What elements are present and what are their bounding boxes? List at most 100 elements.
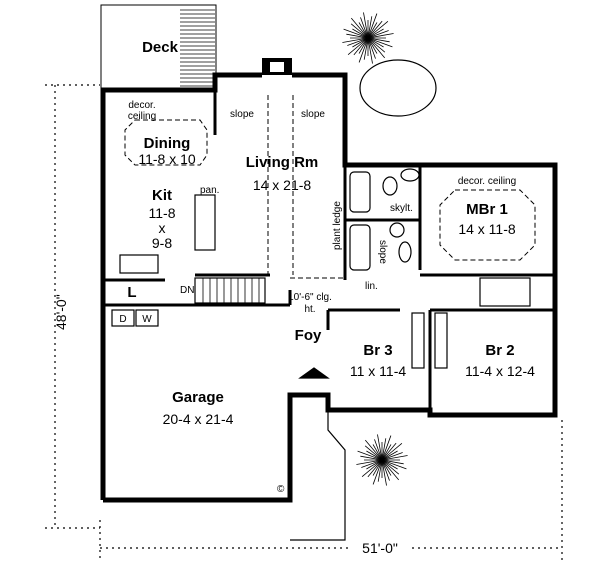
tree-branch (381, 459, 404, 465)
stairs (194, 277, 266, 304)
tree-branch (363, 12, 369, 39)
range (119, 254, 159, 274)
bathtub-2 (349, 224, 371, 271)
tree-branch (361, 459, 383, 468)
tree-icon (342, 12, 394, 64)
living-label: Living Rm (246, 154, 319, 171)
tree-branch (367, 37, 378, 54)
tree-branch (381, 459, 398, 470)
kitchen-size-x: x (159, 220, 166, 236)
tree-branch (358, 37, 369, 54)
tree-branch (372, 444, 383, 461)
tree-branch (347, 37, 369, 46)
tree-branch (346, 33, 369, 39)
copyright-mark: © (277, 484, 285, 495)
stair-treads (202, 278, 260, 303)
tree-branch (352, 37, 369, 48)
tree-branch (367, 20, 389, 39)
tree-branch (350, 23, 369, 39)
tree-branch (356, 459, 383, 465)
garage-label: Garage (172, 389, 224, 406)
tree-branch (381, 459, 390, 481)
kitchen-island (194, 194, 216, 251)
tree-branch (367, 16, 373, 39)
walkway (289, 395, 346, 541)
tree-branch (372, 459, 383, 476)
slope-left-label: slope (230, 109, 254, 120)
tree-branch (361, 459, 383, 478)
master-ceiling-outline (439, 189, 536, 261)
tree-branch (367, 37, 386, 59)
tree-branch (367, 37, 393, 48)
tree-branch (381, 459, 400, 481)
dining-label: Dining (144, 135, 191, 152)
tree-branch (367, 22, 378, 39)
labels: Deck decor. ceiling Dining 11-8 x 10 Kit… (53, 39, 535, 556)
tree-branch (350, 17, 369, 39)
bath-slope-label: slope (377, 240, 388, 264)
living-size: 14 x 21-8 (253, 177, 312, 193)
tree-branch (343, 28, 369, 39)
tree-branch (381, 459, 387, 486)
tree-branch (367, 37, 373, 64)
laundry-label: L (127, 284, 136, 301)
washer-label: W (142, 314, 152, 325)
dining-ceiling-outline (124, 119, 208, 166)
tree-branch (363, 37, 369, 60)
tree-branch (381, 459, 407, 470)
tree-branch (367, 459, 383, 478)
tree-branch (381, 459, 400, 475)
tree-branch (381, 455, 408, 461)
slope-right-label: slope (301, 109, 325, 120)
shrub-icon (359, 59, 437, 117)
tree-branch (342, 37, 369, 43)
tree-branch (360, 17, 369, 39)
tree-branch (367, 20, 383, 39)
kitchen-label: Kit (152, 187, 172, 204)
stair-down-label: DN (180, 285, 194, 296)
master-size: 14 x 11-8 (458, 221, 516, 237)
tree-branch (374, 439, 383, 461)
foyer-label: Foy (295, 327, 322, 344)
tree-branch (381, 452, 403, 461)
tree-branch (358, 22, 369, 39)
tree-branch (357, 450, 383, 461)
tree-branch (381, 442, 403, 461)
tree-branch (367, 30, 389, 39)
tree-branch (381, 435, 392, 461)
br3-label: Br 3 (363, 342, 392, 359)
br2-size: 11-4 x 12-4 (465, 363, 535, 379)
plant-ledge-label: plant ledge (332, 201, 343, 250)
tree-branch (366, 459, 383, 470)
garage-size: 20-4 x 21-4 (163, 411, 234, 427)
fixtures (111, 168, 531, 541)
master-note: decor. ceiling (458, 176, 516, 187)
closet-br2 (434, 312, 448, 369)
tree-branch (353, 37, 369, 56)
closet-master (479, 277, 531, 307)
entry-arrow-icon (298, 367, 330, 379)
toilet (382, 176, 398, 196)
kitchen-size-2: 9-8 (152, 235, 172, 251)
tree-branch (367, 37, 390, 43)
tree-branch (367, 37, 376, 59)
tree-branch (367, 37, 384, 48)
tree-branch (347, 37, 369, 56)
toilet-2 (389, 222, 405, 238)
dining-note-2: ceiling (128, 111, 156, 122)
tree-branch (367, 37, 386, 53)
tree-branch (367, 13, 378, 39)
dining-size: 11-8 x 10 (138, 151, 196, 167)
kitchen-size-1: 11-8 (149, 205, 176, 221)
tree-branch (381, 438, 387, 461)
closet-br3 (411, 312, 425, 369)
deck-label: Deck (142, 39, 179, 56)
tree-branch (372, 459, 383, 485)
dryer-label: D (119, 314, 126, 325)
sink-2 (398, 241, 412, 263)
sink (400, 168, 420, 182)
tree-branch (377, 459, 383, 482)
tree-branch (352, 28, 369, 39)
tree-branch (381, 459, 392, 476)
